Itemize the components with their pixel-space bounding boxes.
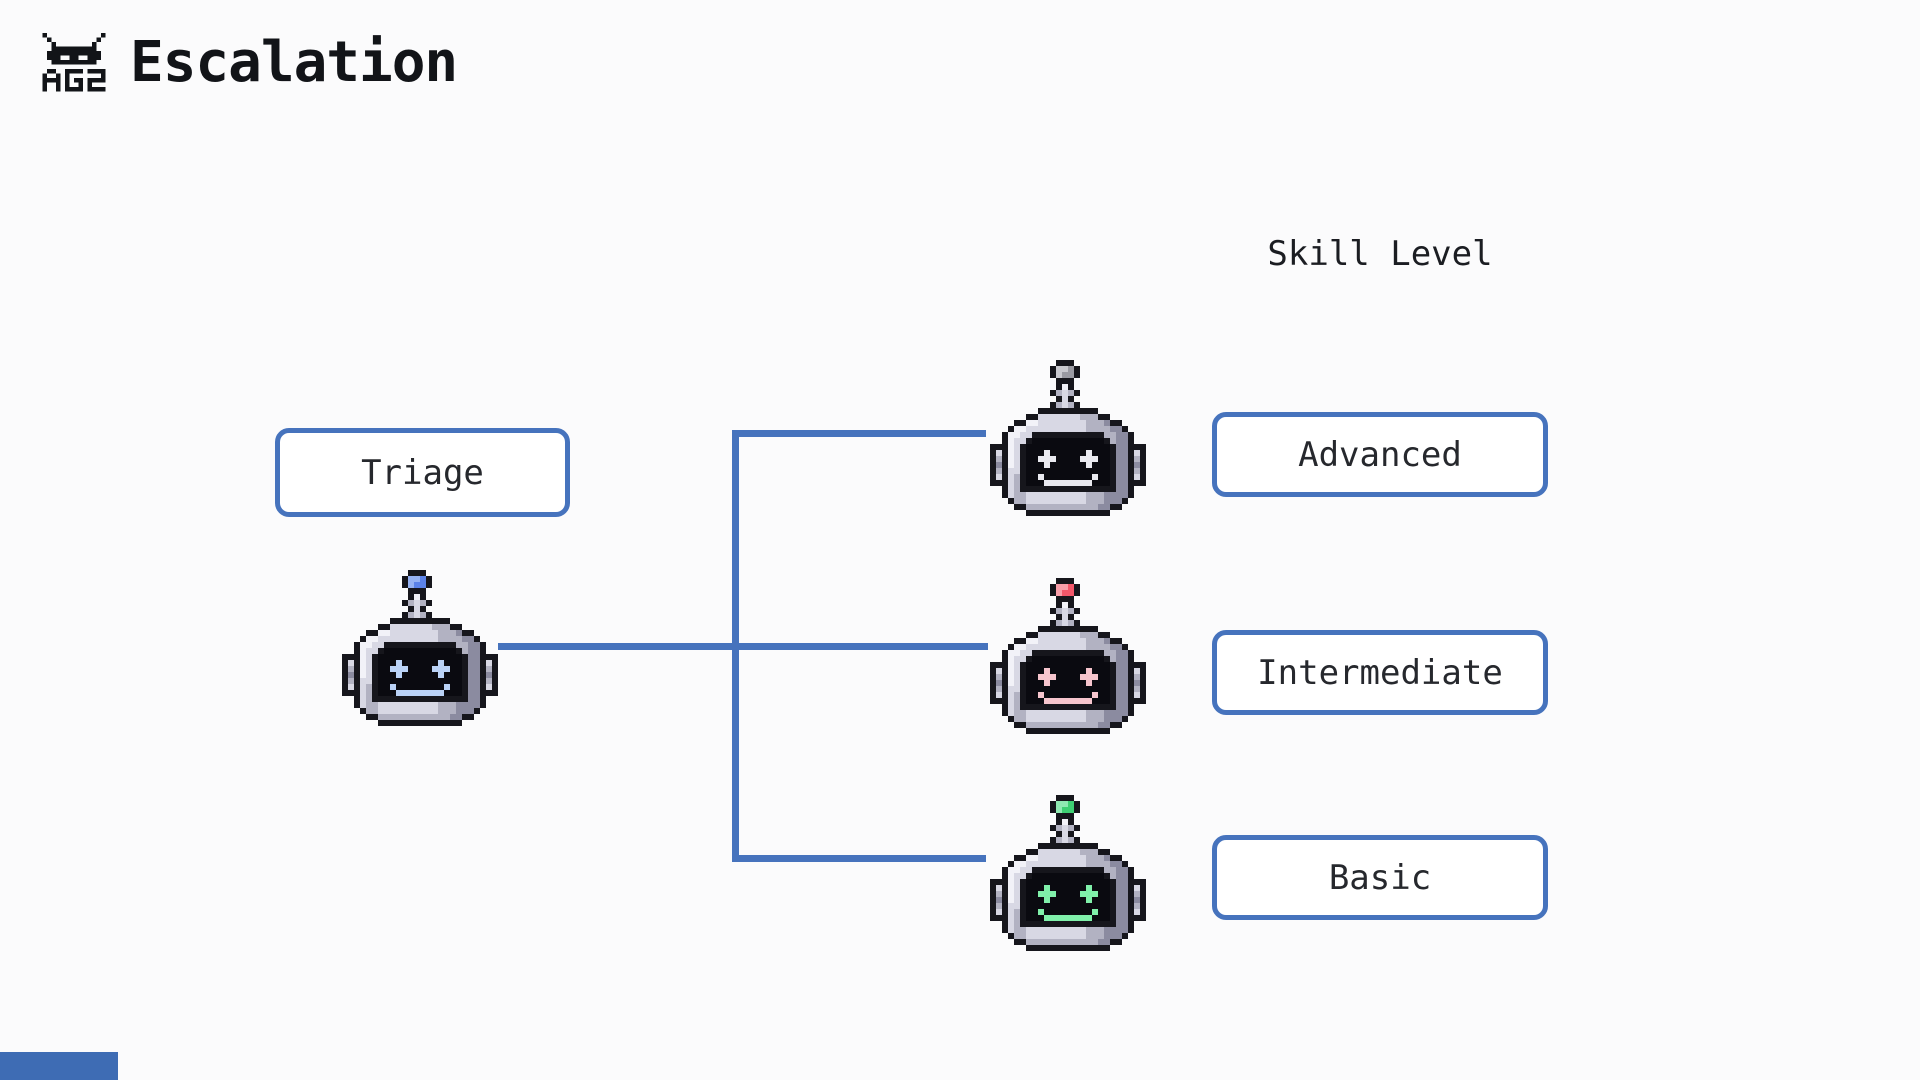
triage-label-box: Triage [275, 428, 570, 517]
partial-element-bottom-left [0, 1052, 118, 1080]
connector-branch-to-advanced [732, 430, 986, 437]
advanced-robot-icon [990, 360, 1146, 516]
page-title: Escalation [130, 30, 458, 95]
connector-branch-to-basic [732, 855, 986, 862]
triage-label: Triage [361, 452, 484, 493]
intermediate-robot-icon [990, 578, 1146, 734]
basic-label: Basic [1328, 857, 1432, 898]
basic-robot-icon [990, 795, 1146, 951]
basic-label-box: Basic [1212, 835, 1548, 920]
connector-branch-vertical [732, 430, 739, 862]
intermediate-label: Intermediate [1257, 652, 1503, 693]
intermediate-label-box: Intermediate [1212, 630, 1548, 715]
connector-triage-to-branch [498, 643, 988, 650]
ag2-logo-icon [38, 33, 110, 92]
page-header: Escalation [38, 30, 458, 95]
advanced-label: Advanced [1298, 434, 1462, 475]
advanced-label-box: Advanced [1212, 412, 1548, 497]
skill-level-column-header: Skill Level [1267, 234, 1493, 274]
triage-robot-icon [342, 570, 498, 726]
